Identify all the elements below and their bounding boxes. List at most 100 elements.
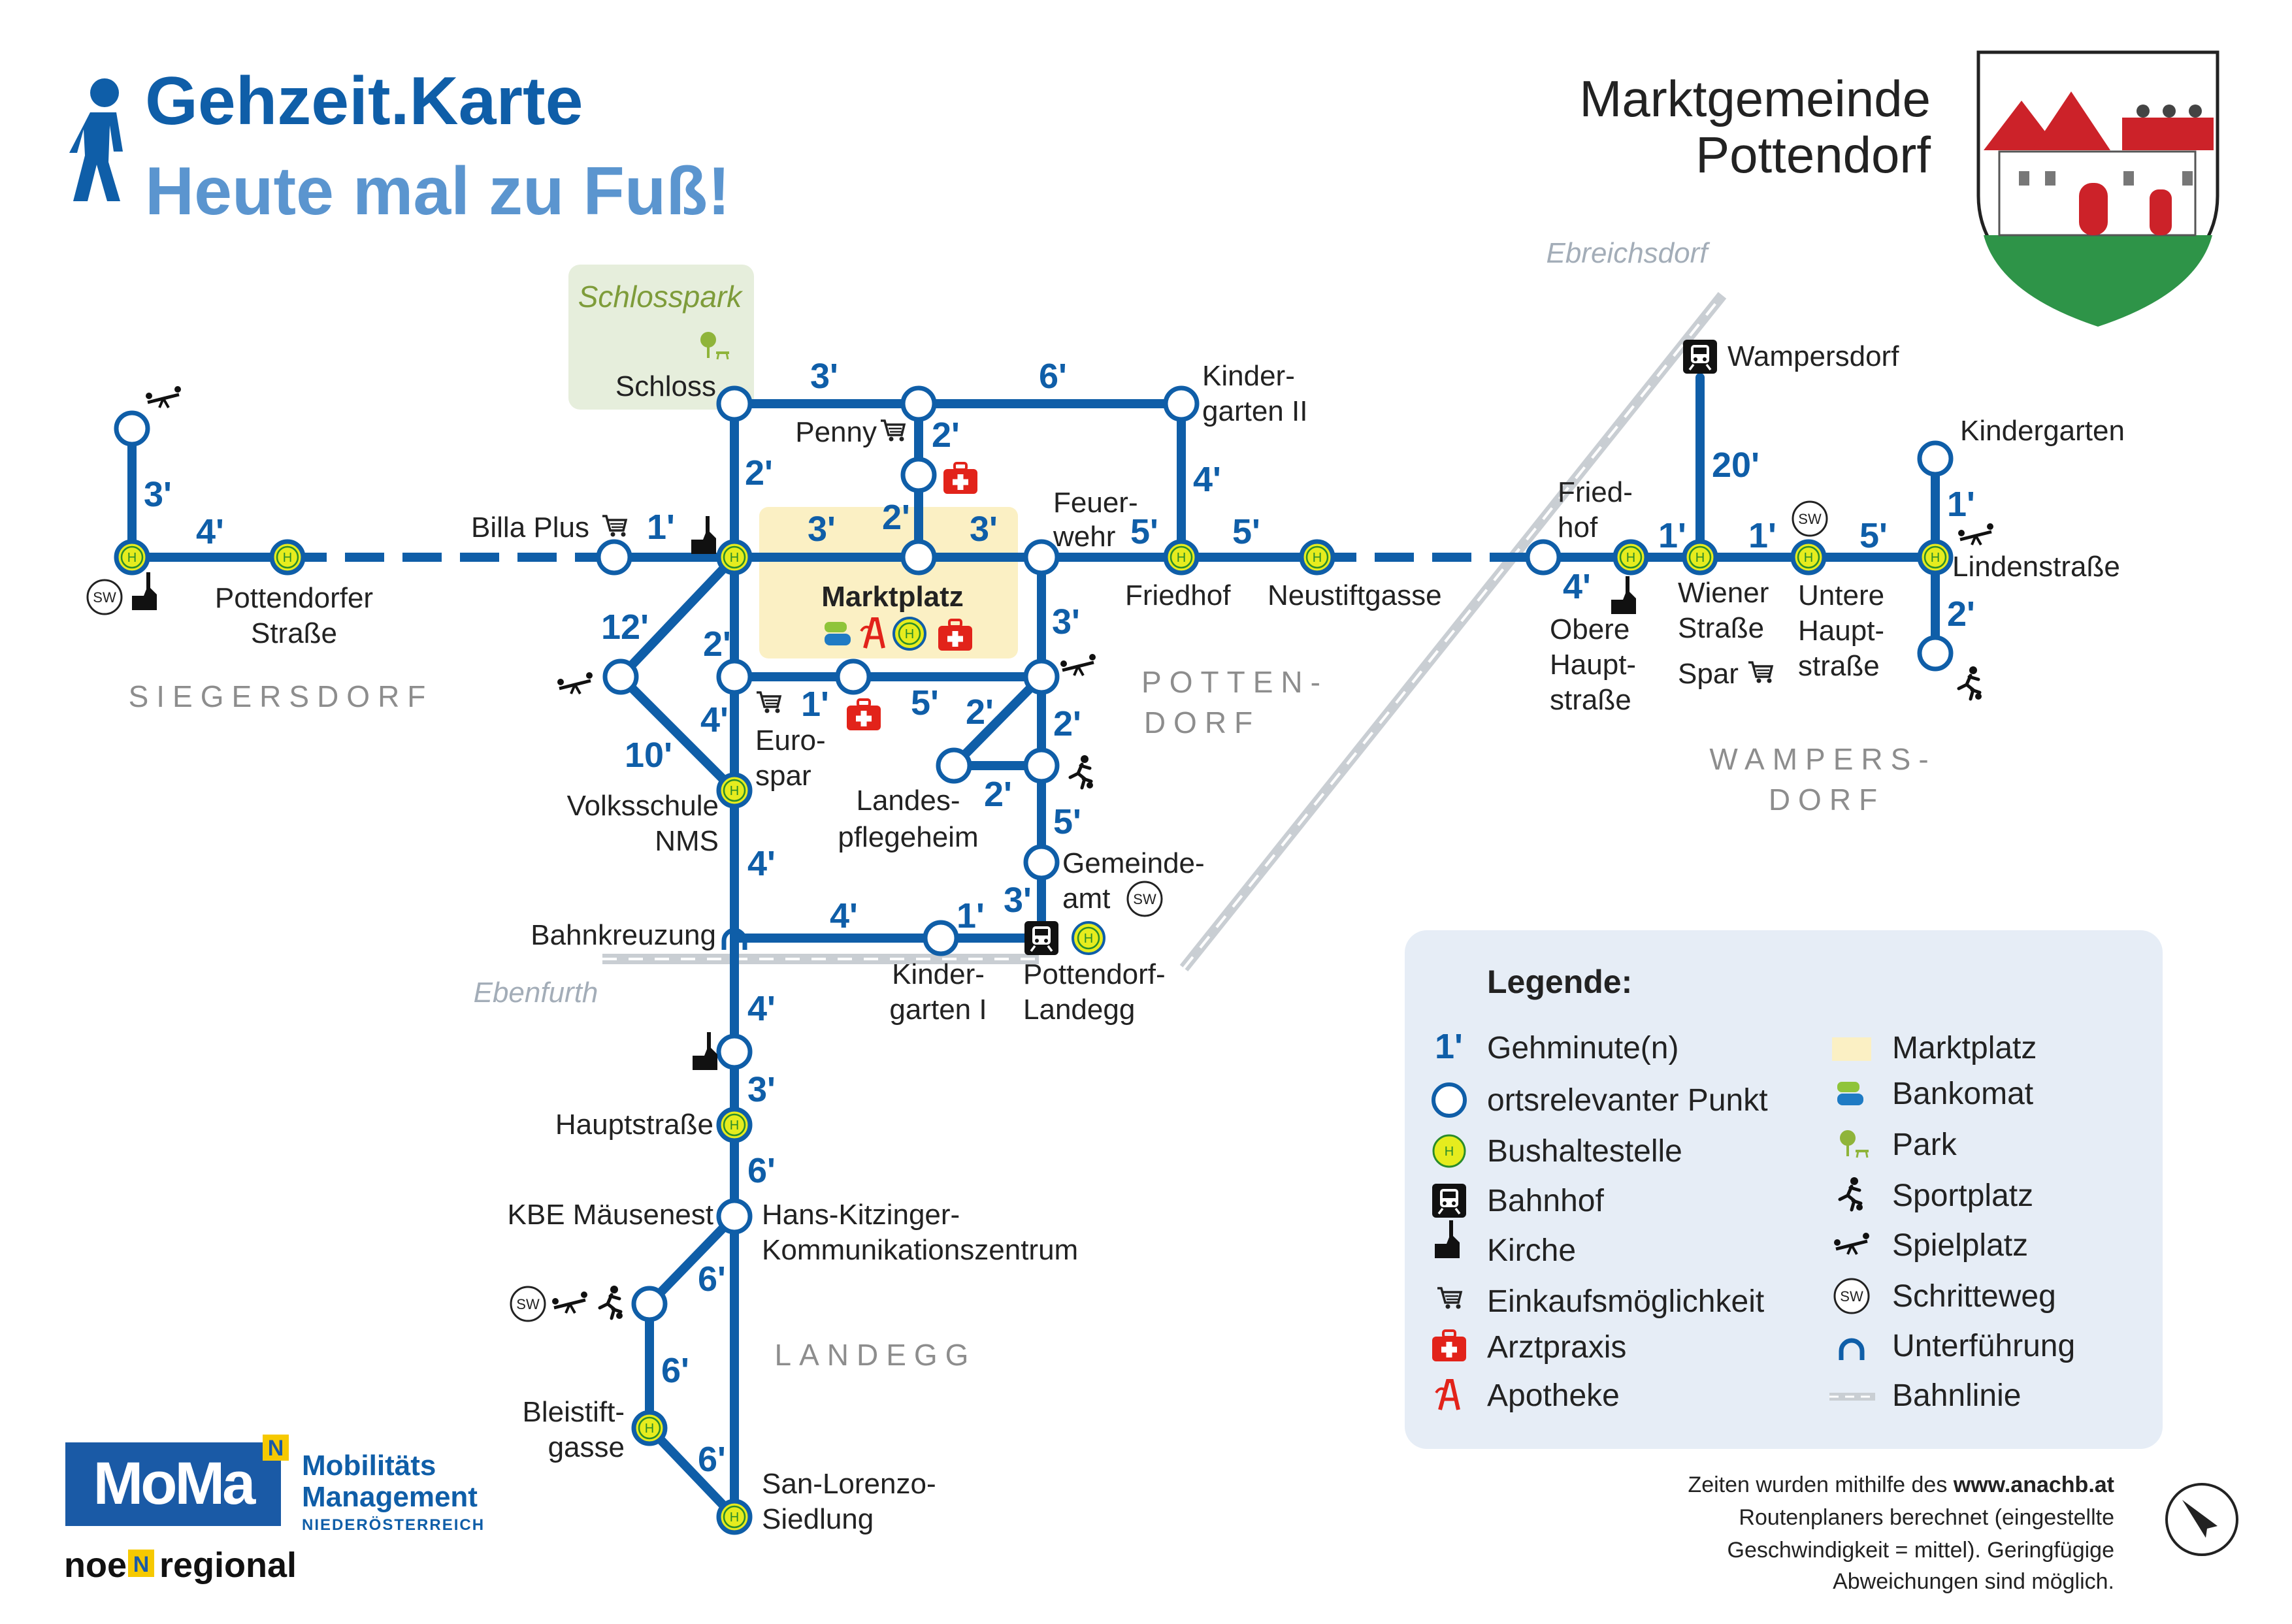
map-icons: SW H SW SW SW	[86, 338, 1993, 1322]
sportsfield-icon	[1959, 666, 1982, 700]
svg-text:H: H	[1804, 551, 1813, 565]
place-node	[114, 410, 150, 447]
place-label-gemeindeamt-line2: amt	[1062, 883, 1110, 915]
minute-label: 6'	[698, 1440, 726, 1479]
moma-line3: NIEDERÖSTERREICH	[302, 1516, 485, 1534]
place-label-eurospar: Euro-	[755, 724, 826, 756]
svg-text:H: H	[1695, 551, 1705, 565]
place-label-landespflegeheim: Landes-	[856, 785, 960, 817]
coat-of-arms-icon	[1976, 50, 2219, 327]
bus-stop-icon: H	[1917, 539, 1954, 576]
place-node	[1023, 844, 1060, 881]
playground-icon	[146, 386, 181, 408]
schritteweg-icon: SW	[86, 579, 123, 615]
legend-place-icon	[1432, 1082, 1467, 1118]
moma-logo: MoMa N Mobilitäts Management NIEDERÖSTER…	[64, 1435, 485, 1585]
playground-icon	[1060, 654, 1096, 675]
place-label-friedhof: Friedhof	[1125, 579, 1231, 611]
sportsfield-icon	[1070, 755, 1093, 788]
minute-label: 1'	[957, 896, 985, 935]
noe-regional-right: regional	[159, 1546, 297, 1585]
place-node	[716, 1033, 753, 1070]
minute-label: 6'	[661, 1351, 689, 1390]
minute-label: 3'	[1052, 602, 1080, 641]
schlosspark-area	[568, 265, 754, 410]
place-label-obere-hauptstrasse-line2: Haupt-	[1550, 649, 1636, 681]
svg-text:SW: SW	[1133, 891, 1156, 907]
place-node	[716, 658, 753, 695]
place-label-kindergarten-2: Kinder-	[1202, 360, 1295, 392]
legend-item: Schritteweg	[1892, 1279, 2056, 1314]
minute-label: 4'	[196, 512, 224, 551]
footnote: Zeiten wurden mithilfe des www.anachb.at…	[1688, 1472, 2114, 1594]
route-segment	[645, 1212, 739, 1308]
minute-label: 3'	[144, 475, 172, 514]
minute-label: 6'	[1039, 357, 1067, 396]
svg-text:SW: SW	[93, 589, 116, 606]
place-label-kindergarten-1-line2: garten I	[889, 994, 987, 1026]
place-label-bleistiftgasse-line2: gasse	[548, 1431, 625, 1463]
place-node	[1023, 747, 1060, 784]
footnote-line3: Geschwindigkeit = mittel). Geringfügige	[1727, 1538, 2114, 1563]
map-subtitle: Heute mal zu Fuß!	[145, 154, 730, 229]
place-label-volksschule: Volksschule	[567, 790, 719, 822]
place-label-pottendorfer-strasse-line2: Straße	[251, 617, 337, 649]
legend-marktplatz-swatch	[1832, 1037, 1871, 1061]
minute-label: 3'	[810, 357, 838, 396]
district-wampersdorf-line2: DORF	[1769, 783, 1885, 817]
place-nodes	[114, 385, 1954, 1322]
schritteweg-icon: SW	[1126, 881, 1163, 917]
place-label-penny: Penny	[795, 416, 877, 448]
minute-label: 2'	[745, 453, 773, 493]
place-label-kindergarten-1: Kinder-	[892, 958, 985, 990]
minute-label: 4'	[1563, 567, 1591, 606]
train-station-icon	[1023, 920, 1060, 956]
svg-text:H: H	[1313, 551, 1322, 565]
place-node	[923, 920, 959, 956]
place-node	[1023, 539, 1060, 576]
minute-label: 3'	[1004, 881, 1032, 920]
minute-label: 5'	[1232, 512, 1260, 551]
minute-label: 1'	[801, 685, 829, 724]
doctor-icon	[845, 698, 882, 732]
rail-direction-ebreichsdorf: Ebreichsdorf	[1546, 237, 1711, 269]
place-label-untere-hauptstrasse: Untere	[1798, 579, 1884, 611]
bus-stop-icon: H	[1682, 539, 1718, 576]
bus-stop-icon: H	[716, 1107, 753, 1143]
legend-train-icon	[1431, 1182, 1467, 1219]
minute-label: 4'	[747, 989, 776, 1028]
church-icon	[691, 516, 716, 554]
svg-text:SW: SW	[516, 1296, 540, 1312]
place-node	[602, 658, 639, 695]
route-segment	[949, 672, 1046, 770]
svg-text:H: H	[283, 551, 292, 565]
place-label-obere-hauptstrasse: Obere	[1550, 613, 1629, 645]
svg-text:H: H	[645, 1421, 654, 1436]
place-label-friedhof-2-line2: hof	[1558, 512, 1598, 544]
shopping-icon	[1747, 661, 1773, 685]
minute-label: 2'	[966, 692, 994, 732]
svg-text:H: H	[905, 627, 914, 641]
minute-label: 10'	[625, 736, 672, 775]
bus-stop-icon: H	[892, 617, 926, 651]
north-arrow-icon	[2165, 1483, 2238, 1556]
place-label-wiener-strasse: Wiener	[1678, 577, 1769, 609]
place-label-obere-hauptstrasse-line3: straße	[1550, 684, 1631, 716]
schritteweg-icon: SW	[510, 1286, 546, 1322]
district-siegersdorf: SIEGERSDORF	[129, 679, 434, 713]
svg-text:H: H	[730, 551, 739, 565]
place-labels: Schloss Penny Kinder- garten II Billa Pl…	[215, 340, 2125, 1535]
place-node	[835, 658, 872, 695]
place-label-lindenstrasse: Lindenstraße	[1952, 551, 2120, 583]
footnote-line4: Abweichungen sind möglich.	[1833, 1569, 2114, 1594]
bus-stop-icon: H	[716, 539, 753, 576]
place-label-san-lorenzo: San-Lorenzo-	[762, 1468, 936, 1500]
noe-n-mark: N	[133, 1552, 150, 1577]
place-node	[900, 457, 937, 493]
walker-logo-icon	[69, 78, 123, 201]
legend-item: Apotheke	[1487, 1378, 1620, 1413]
legend-item: Einkaufsmöglichkeit	[1487, 1284, 1764, 1319]
place-node	[1525, 539, 1562, 576]
minute-label: 2'	[1947, 594, 1975, 634]
